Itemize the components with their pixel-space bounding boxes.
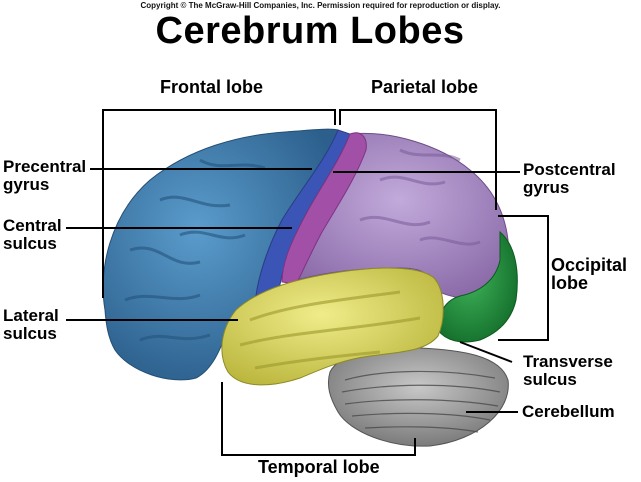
occipital-lobe-bracket xyxy=(498,215,549,341)
occipital-lobe-label-line1: Occipital xyxy=(551,255,628,275)
central-sulcus-label-line1: Central xyxy=(3,216,62,235)
occipital-lobe-region xyxy=(437,230,518,343)
transverse-sulcus-label-line2: sulcus xyxy=(523,370,577,389)
cerebellum-folia xyxy=(341,370,501,433)
transverse-sulcus-label-line1: Transverse xyxy=(523,352,613,371)
cerebellum-region xyxy=(327,346,509,447)
cerebellum-label: Cerebellum xyxy=(522,402,615,421)
central-sulcus-label-line2: sulcus xyxy=(3,234,57,253)
precentral-gyrus-label-line1: Precentral xyxy=(3,157,87,176)
parietal-lobe-bracket xyxy=(339,109,497,210)
lateral-sulcus-label-line2: sulcus xyxy=(3,324,57,343)
frontal-gyri xyxy=(124,158,266,342)
temporal-gyri xyxy=(239,290,421,370)
temporal-lobe-label: Temporal lobe xyxy=(258,457,380,477)
parietal-gyri xyxy=(359,148,481,246)
page-title: Cerebrum Lobes xyxy=(155,10,465,52)
postcentral-gyrus-label-line2: gyrus xyxy=(523,178,570,197)
temporal-lobe-bracket xyxy=(221,382,416,456)
parietal-lobe-label: Parietal lobe xyxy=(371,77,479,97)
precentral-gyrus-label-line2: gyrus xyxy=(3,175,50,194)
frontal-lobe-bracket xyxy=(102,109,336,298)
postcentral-gyrus-label-line1: Postcentral xyxy=(523,160,616,179)
copyright-notice: Copyright © The McGraw-Hill Companies, I… xyxy=(140,1,501,10)
temporal-lobe-region xyxy=(221,267,444,386)
lateral-sulcus-label-line1: Lateral xyxy=(3,306,59,325)
transverse-sulcus-leader xyxy=(459,341,513,363)
occipital-lobe-label-line2: lobe xyxy=(551,273,589,293)
frontal-lobe-label: Frontal lobe xyxy=(160,77,263,97)
